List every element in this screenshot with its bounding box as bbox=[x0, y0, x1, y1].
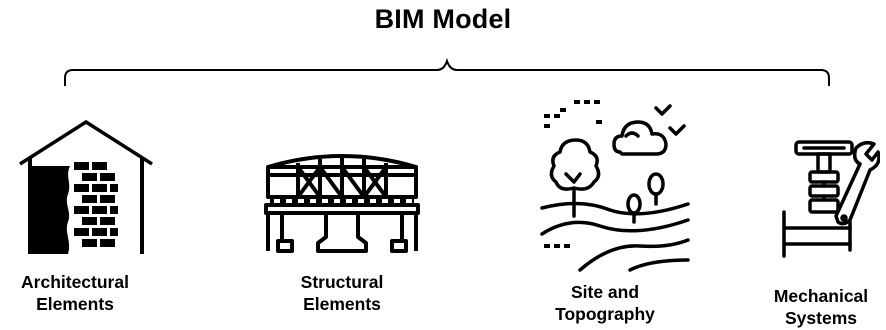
label-site-line1: Site and bbox=[570, 282, 640, 302]
house-icon bbox=[19, 119, 153, 254]
diagram-title: BIM Model bbox=[374, 4, 512, 34]
brace-connector bbox=[64, 57, 830, 86]
label-mechanical-line2: Systems bbox=[785, 308, 857, 328]
landscape-icon bbox=[540, 100, 690, 272]
bridge-icon bbox=[264, 154, 420, 253]
label-site-line2: Topography bbox=[555, 304, 655, 324]
label-structural: Structural Elements bbox=[267, 271, 417, 315]
label-structural-line1: Structural bbox=[300, 272, 384, 292]
label-architectural-line2: Elements bbox=[36, 294, 114, 314]
label-site: Site and Topography bbox=[530, 281, 680, 325]
label-architectural-line1: Architectural bbox=[21, 272, 129, 292]
label-mechanical-line1: Mechanical bbox=[773, 286, 869, 306]
label-architectural: Architectural Elements bbox=[0, 271, 150, 315]
label-mechanical: Mechanical Systems bbox=[756, 285, 886, 329]
valve-wrench-icon bbox=[782, 140, 880, 258]
label-structural-line2: Elements bbox=[303, 294, 381, 314]
